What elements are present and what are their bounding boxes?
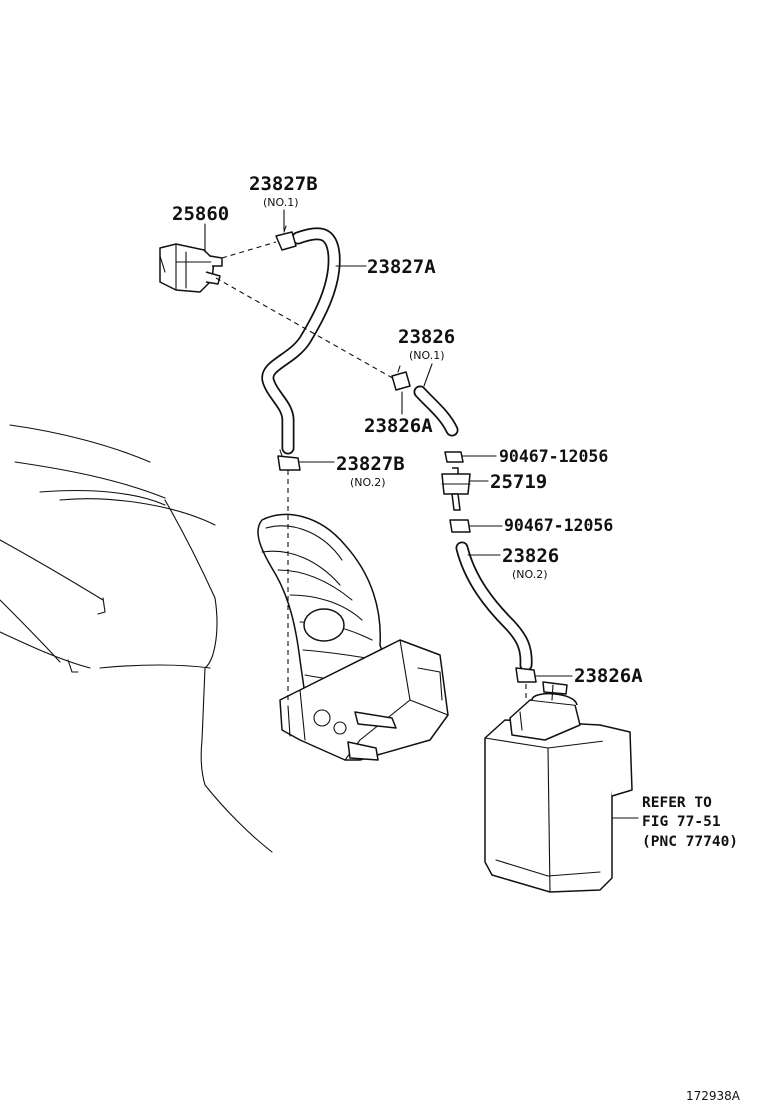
hose-23827A	[261, 227, 341, 455]
label-90467-upper: 90467-12056	[499, 447, 608, 466]
label-23826-no1: 23826	[398, 326, 455, 348]
label-23827B-no2: 23827B	[336, 453, 405, 475]
clip-23826A-lower	[515, 667, 537, 683]
figure-id: 172938A	[686, 1089, 741, 1103]
label-23827A: 23827A	[367, 256, 436, 278]
reference-line-1: REFER TO	[642, 795, 712, 811]
clip-90467-lower	[449, 519, 471, 533]
charcoal-canister	[484, 681, 633, 893]
clip-90467-upper	[444, 451, 464, 463]
label-23827B-no1: 23827B	[249, 173, 318, 195]
label-25860: 25860	[172, 203, 229, 225]
reference-line-2: FIG 77-51	[642, 814, 721, 830]
note-23826-no2: (NO.2)	[512, 568, 548, 581]
leader-lines	[204, 209, 639, 819]
label-23826-no2: 23826	[502, 545, 559, 567]
reference-line-3: (PNC 77740)	[642, 834, 738, 850]
hose-23826-no1	[413, 385, 459, 437]
note-23827B-no2: (NO.2)	[350, 476, 386, 489]
throttle-body	[257, 513, 449, 761]
filter-25719	[441, 467, 471, 511]
engine-outline	[0, 424, 273, 853]
note-23826-no1: (NO.1)	[409, 349, 445, 362]
hose-23826-no2	[455, 541, 533, 672]
label-23826A-lower: 23826A	[574, 665, 643, 687]
label-25719: 25719	[490, 471, 547, 493]
clip-23827B-no2	[277, 449, 301, 471]
vsv-valve-25860	[159, 243, 223, 293]
note-23827B-no1: (NO.1)	[263, 196, 299, 209]
clip-23826A-upper	[391, 365, 411, 391]
label-90467-lower: 90467-12056	[504, 516, 613, 535]
label-23826A-upper: 23826A	[364, 415, 433, 437]
dashed-connectors	[215, 241, 527, 700]
clip-23827B-no1	[275, 225, 297, 251]
